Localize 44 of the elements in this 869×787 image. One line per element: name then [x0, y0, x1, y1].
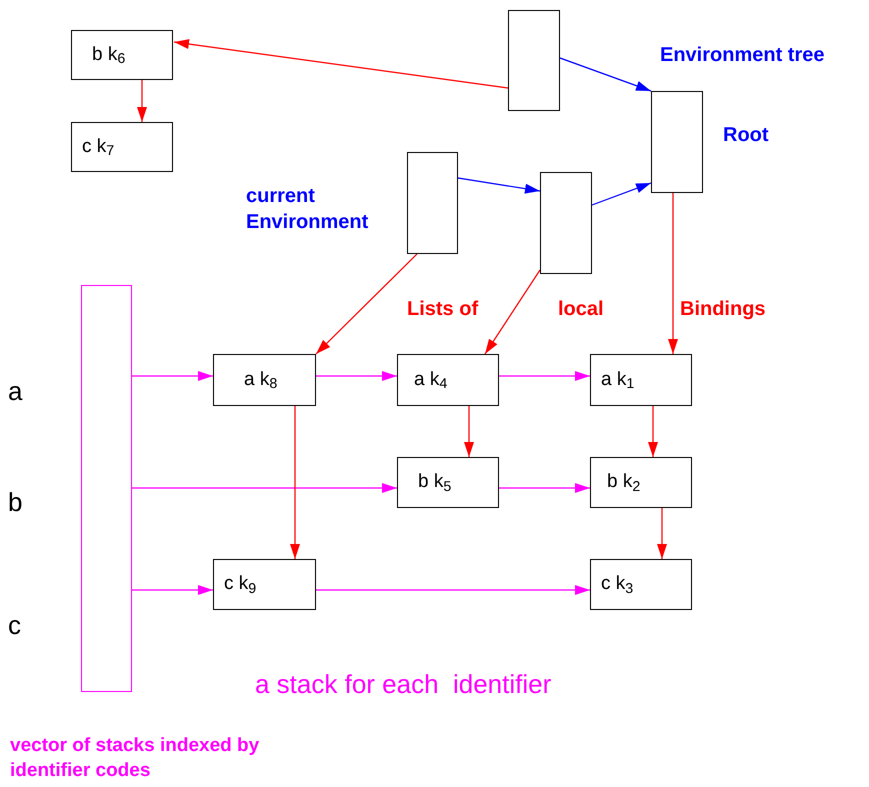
- binding-box: b k$_{5}$: [397, 457, 499, 508]
- arrow: [499, 371, 590, 381]
- diagram-label: Lists of: [407, 297, 478, 322]
- binding-box: c k$_{3}$: [590, 559, 692, 610]
- arrow: [657, 508, 667, 559]
- row-label: c: [8, 609, 21, 642]
- diagram-label: Bindings: [680, 297, 766, 322]
- diagram-caption: a stack for each identifier: [255, 668, 552, 701]
- arrow: [174, 39, 508, 89]
- arrow: [132, 371, 213, 381]
- arrow: [648, 406, 658, 457]
- arrow: [137, 80, 147, 122]
- environment-box: [651, 91, 703, 193]
- arrow: [132, 585, 213, 595]
- diagram-label: current Environment: [246, 184, 370, 235]
- binding-box: a k$_{8}$: [213, 354, 316, 406]
- binding-box: c k$_{7}$: [71, 122, 173, 172]
- arrow: [484, 270, 540, 354]
- arrow: [458, 177, 540, 194]
- environment-box: [508, 10, 560, 111]
- arrow: [316, 254, 418, 354]
- diagram-label: Environment tree: [660, 43, 824, 68]
- arrow: [668, 193, 678, 354]
- arrow: [290, 406, 300, 559]
- binding-box: b k$_{2}$: [590, 457, 692, 508]
- diagram-label: Root: [723, 123, 769, 148]
- binding-box: a k$_{1}$: [590, 354, 692, 406]
- diagram-label: local: [558, 297, 604, 322]
- arrow: [464, 406, 474, 457]
- row-label: a: [8, 375, 22, 408]
- diagram-note: vector of stacks indexed by identifier codes: [10, 734, 260, 783]
- arrow: [316, 585, 590, 595]
- binding-box: b k$_{6}$: [71, 30, 173, 80]
- binding-box: c k$_{9}$: [213, 559, 316, 610]
- environment-box: [540, 172, 592, 274]
- arrow: [560, 57, 652, 92]
- arrow: [316, 371, 397, 381]
- row-label: b: [8, 486, 22, 519]
- arrow: [132, 483, 397, 493]
- environment-box: [407, 152, 458, 254]
- binding-box: a k$_{4}$: [397, 354, 499, 406]
- arrow: [592, 182, 652, 206]
- stack-vector-bar: [81, 285, 132, 692]
- arrow: [499, 483, 590, 493]
